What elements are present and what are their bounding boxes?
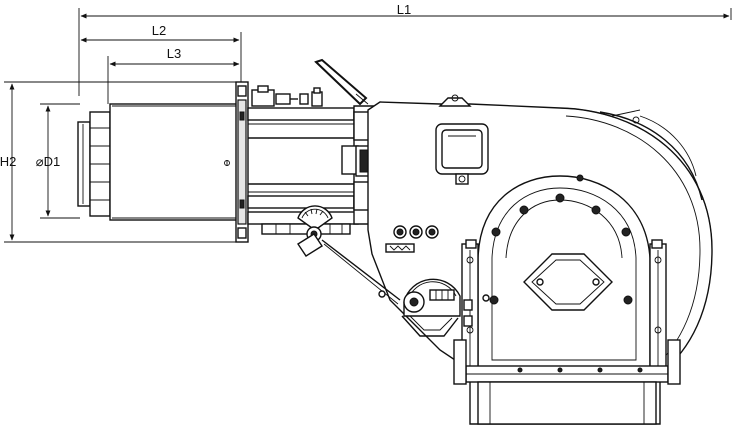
dimension-l2: L2 [80,23,242,82]
pressure-fittings [385,225,439,253]
dimension-label-d1: ⌀D1 [36,154,60,169]
burner-base [453,339,681,425]
control-box [435,123,489,185]
dimension-h2: H2 [0,81,245,243]
mounting-flange [235,81,249,243]
dimension-label-l2: L2 [152,23,166,38]
dimension-label-l3: L3 [167,46,181,61]
dimension-l1: L1 [78,2,732,96]
dimension-d1: ⌀D1 [36,103,80,219]
air-damper-actuator [401,278,461,337]
top-fittings [251,58,369,107]
damper-scale-linkage [297,205,401,305]
dimension-label-h2: H2 [0,154,16,169]
housing-details [463,239,663,327]
dimension-l3: L3 [107,46,240,104]
dimension-label-l1: L1 [397,2,411,17]
blast-tube-head [77,103,239,221]
